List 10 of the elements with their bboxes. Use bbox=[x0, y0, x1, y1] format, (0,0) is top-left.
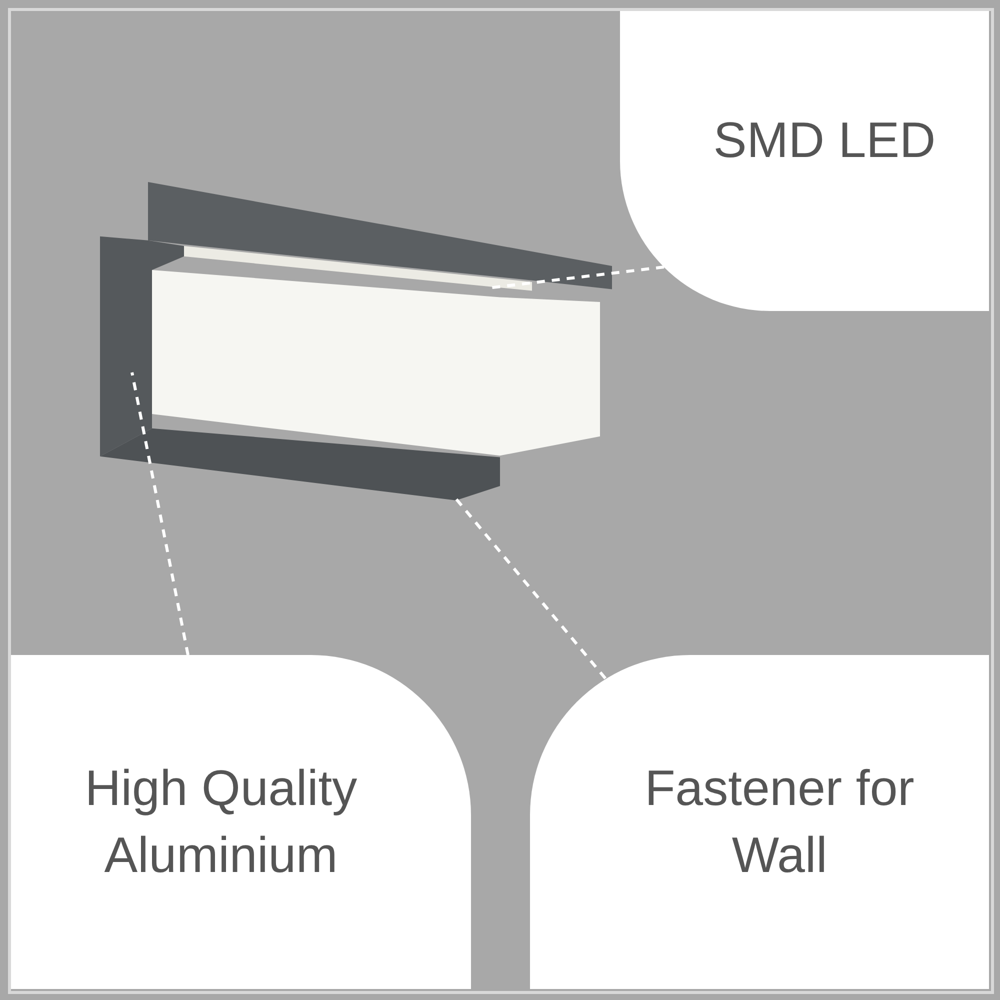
leader-line bbox=[130, 372, 190, 656]
callout-text: High Quality Aluminium bbox=[84, 758, 358, 885]
callout-text: Fastener for Wall bbox=[644, 758, 916, 885]
mounting-bracket bbox=[100, 428, 500, 500]
callout-panel bbox=[530, 655, 989, 989]
wall-lamp-drawing bbox=[100, 182, 612, 456]
callout-panel bbox=[620, 11, 989, 311]
callout-text: SMD LED bbox=[713, 111, 936, 170]
callout-panel bbox=[11, 655, 471, 989]
led-strip bbox=[184, 246, 532, 291]
